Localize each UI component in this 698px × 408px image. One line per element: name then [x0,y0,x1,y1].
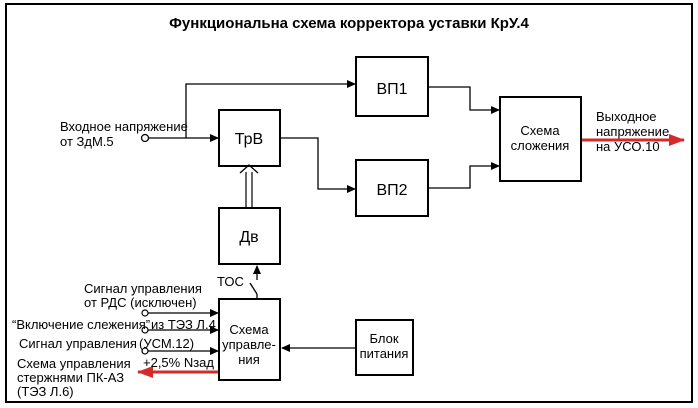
output-label-line2: напряжение [596,124,669,139]
sig3-label: Сигнал управления [19,336,137,351]
block-vp2: ВП2 [355,159,429,217]
outer-frame [5,3,693,403]
block-ctrl: Схема управле- ния [218,298,281,381]
block-dv: Дв [218,207,281,265]
plus-label: +2,5% Nзад [143,355,214,370]
block-vp1: ВП1 [355,56,429,117]
block-power: Блок питания [355,319,414,376]
input-terminal [140,133,150,143]
block-dv-label: Дв [239,229,258,246]
output-label-line3: на УСО.10 [596,139,660,154]
line-vp1-sum [428,86,500,114]
mech-link-arrow [239,164,259,174]
block-sum-line2: сложения [511,138,570,153]
input-label-line2: от ЗдМ.5 [60,134,114,149]
sig1-label-line1: Сигнал управления [84,281,202,296]
line-vp2-sum [428,162,500,189]
az-label-line3: (ТЭЗ Л.6) [17,384,74,399]
block-trv: ТрВ [218,109,281,167]
block-ctrl-line2: управле- [222,337,276,352]
block-power-line2: питания [360,346,409,361]
block-ctrl-line1: Схема [229,322,269,337]
toc-switch [249,282,258,295]
block-sum: Схема сложения [499,96,582,182]
az-label-line1: Схема управления [17,356,131,371]
block-sum-line1: Схема [520,123,560,138]
diagram-title: Функциональна схема корректора уставки К… [169,15,529,32]
output-label-line1: Выходное [596,109,657,124]
line-trv-vp2 [280,137,356,193]
block-trv-label: ТрВ [235,131,263,148]
sig2-label: “Включение слежения” [12,317,150,332]
az-label-line2: стержнями ПК-АЗ [17,370,124,385]
sig2-source: из ТЭЗ Л.4 [151,317,216,332]
input-label-line1: Входное напряжение [60,119,188,134]
sig1-terminal [141,309,149,317]
sig1-label-line2: от РДС (исключен) [84,295,197,310]
block-vp2-label: ВП2 [376,182,407,199]
block-power-line1: Блок [369,331,398,346]
block-ctrl-line3: ния [238,352,259,367]
sig3-source: (УСМ.12) [139,336,194,351]
toc-label: ТОС [217,274,244,289]
block-vp1-label: ВП1 [376,81,407,98]
line-to-vp1 [185,80,356,138]
